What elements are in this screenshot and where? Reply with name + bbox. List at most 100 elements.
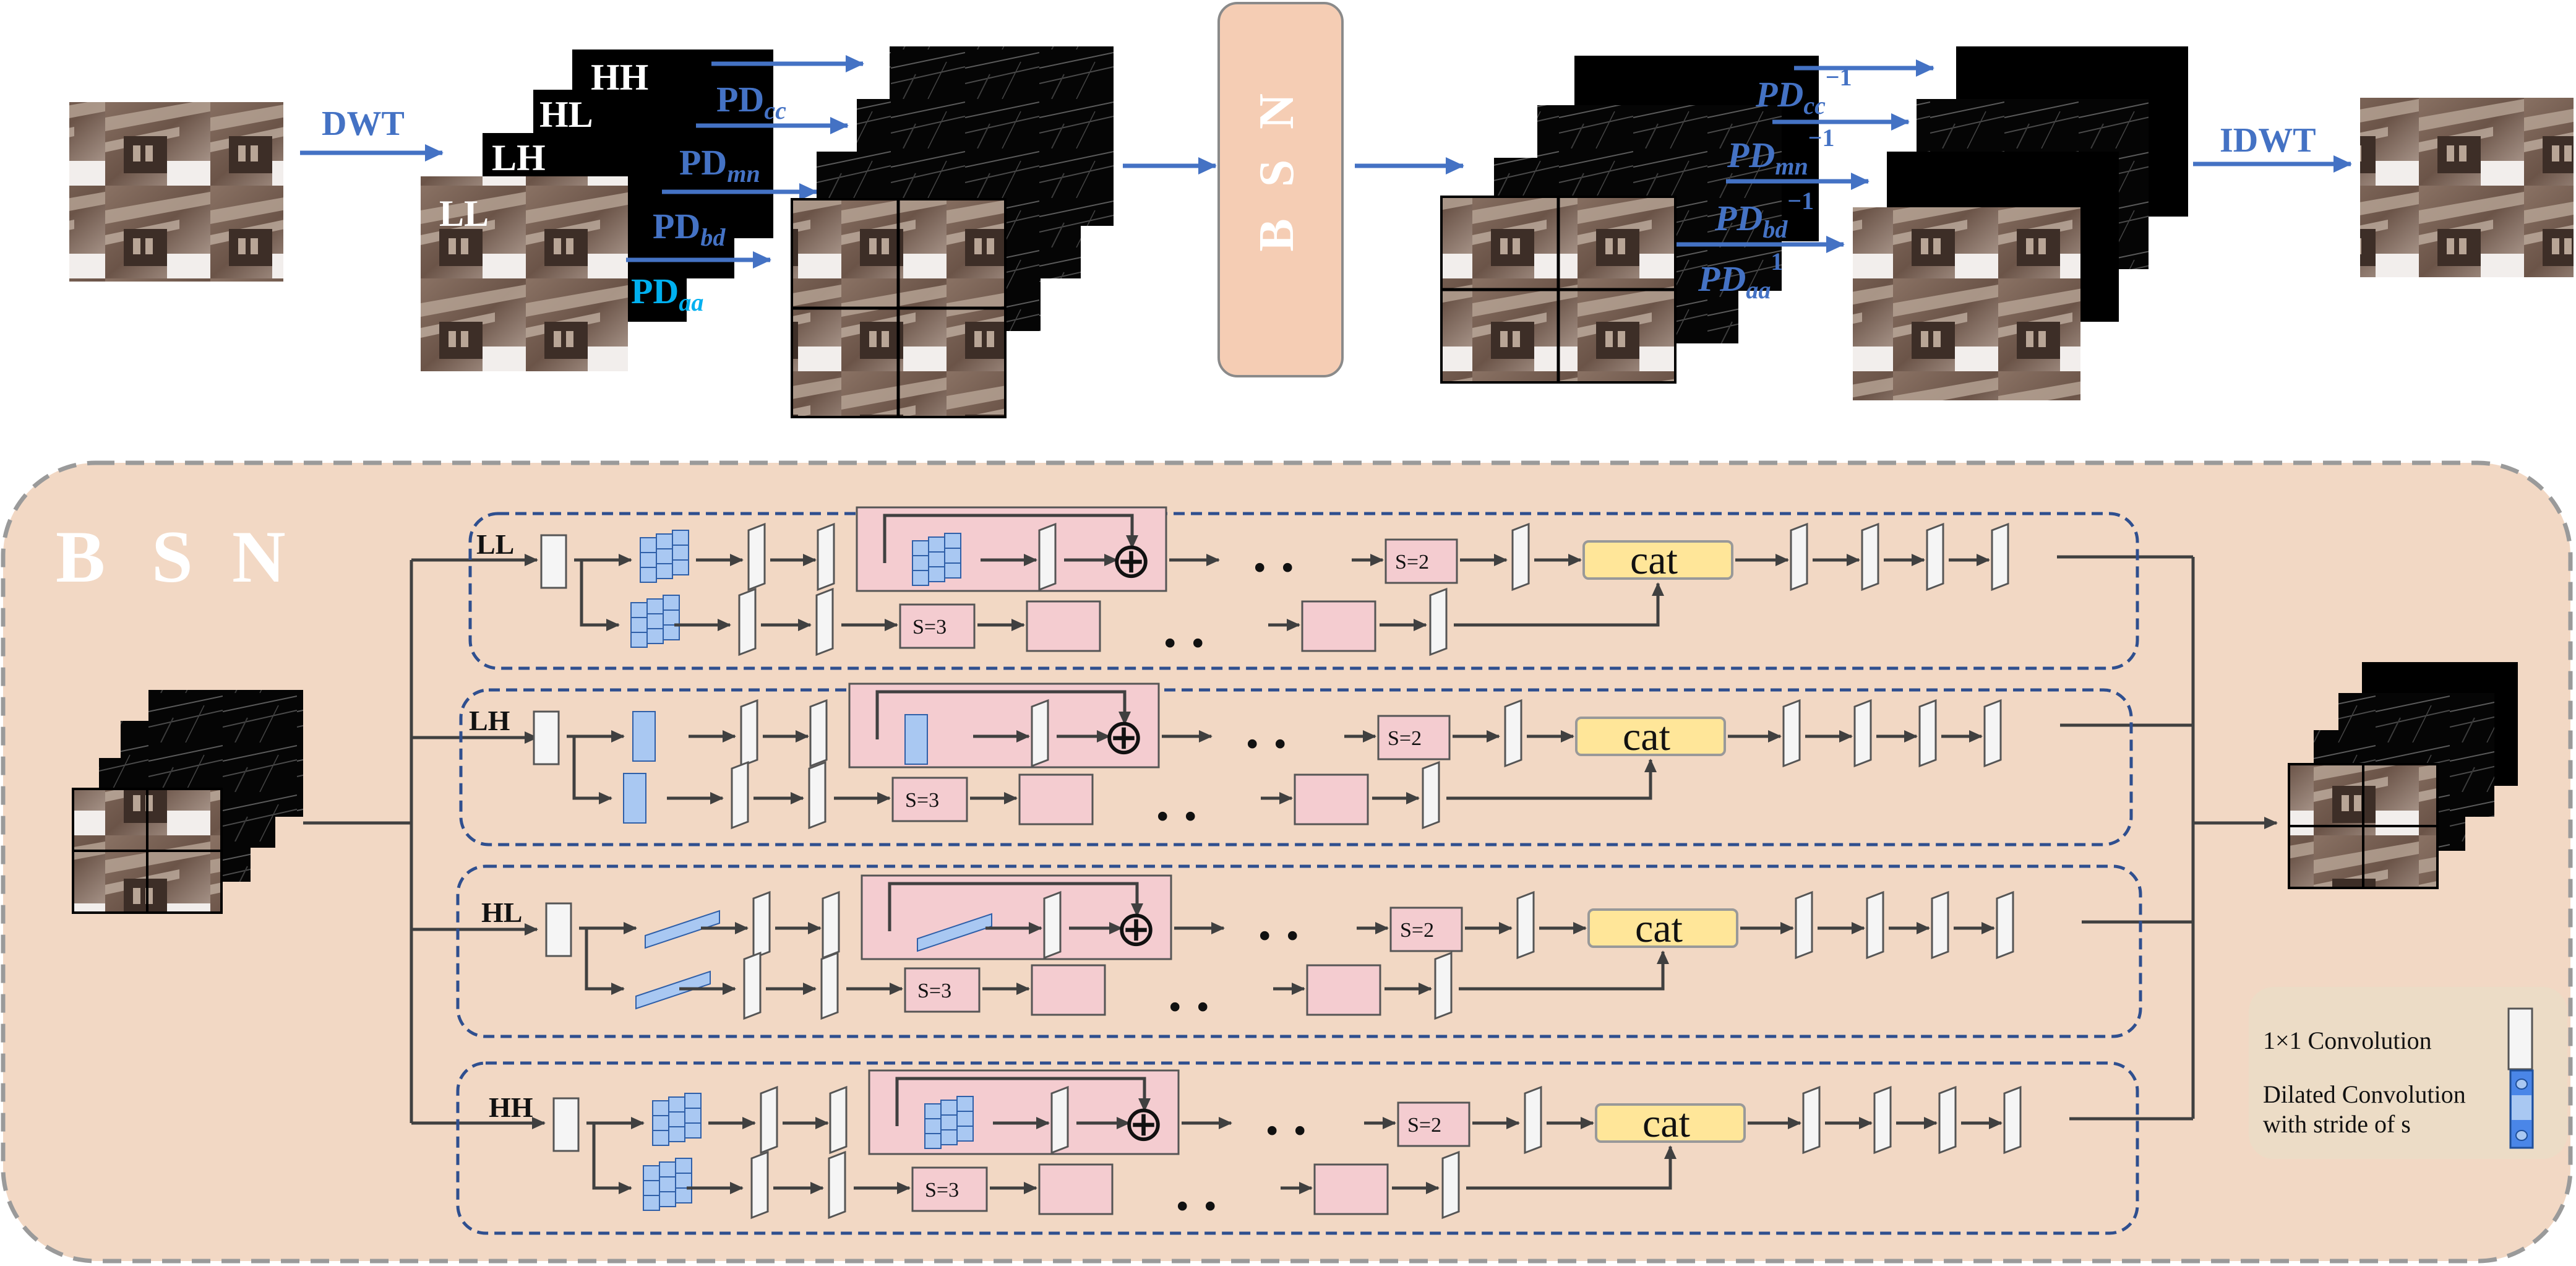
bsn-letter-b: B (1250, 218, 1304, 251)
kernel-cell (640, 537, 657, 553)
kernel-cell (668, 1096, 685, 1113)
conv1x1-block (828, 1150, 846, 1220)
downsampled-ll-grid (791, 198, 1007, 418)
kernel-cell (623, 773, 646, 824)
conv1x1-block (740, 699, 758, 768)
output-image (2360, 98, 2574, 277)
ellipsis-bottom: . . (1163, 598, 1205, 659)
conv1x1-block (1422, 760, 1440, 830)
kernel-cell (652, 1100, 669, 1116)
residual-block (868, 1069, 1180, 1155)
s3-block (891, 777, 968, 822)
kernel-cell (940, 1114, 958, 1130)
concat-label: cat (1635, 906, 1683, 951)
bsn-block: B S N (1217, 2, 1344, 377)
kernel-cell (643, 1180, 660, 1196)
split-connector (567, 734, 612, 804)
concat-label: cat (1642, 1101, 1690, 1146)
input-image (69, 102, 283, 282)
pink-block (1294, 773, 1369, 825)
s2-label: S=2 (1400, 919, 1434, 942)
conv1x1-block (1782, 699, 1801, 768)
dilated-kernel-icon (924, 1096, 974, 1149)
kernel-cell (684, 1093, 702, 1109)
s3-label: S=3 (912, 616, 947, 639)
conv1x1-block (1524, 1085, 1542, 1155)
residual-block (848, 683, 1160, 769)
conv1x1-block (829, 1085, 848, 1155)
s2-label: S=2 (1407, 1114, 1441, 1137)
pink-block (1018, 773, 1094, 825)
kernel-cell (663, 595, 680, 611)
legend: 1×1 Convolution Dilated Convolution with… (2249, 987, 2567, 1159)
legend-conv1x1-label: 1×1 Convolution (2263, 1027, 2432, 1054)
dilated-kernel-icon (904, 714, 928, 765)
kernel-cell (675, 1173, 692, 1189)
conv1x1-block (808, 760, 826, 830)
legend-dilated-label-1: Dilated Convolution (2263, 1080, 2466, 1108)
pd-aa-label: PDaa (631, 271, 703, 316)
kernel-cell (928, 566, 945, 582)
branch-label: HH (489, 1092, 533, 1123)
conv1x1-block (1434, 951, 1453, 1020)
residual-block (861, 874, 1172, 960)
dilated-kernel-icon (912, 533, 961, 586)
pink-block (1306, 964, 1381, 1016)
add-icon: ⊕ (1110, 534, 1152, 588)
pd-cc-label: PDcc (716, 79, 786, 124)
pdinv-mn-label: PDmn−1 (1727, 124, 1834, 180)
pdinv-cc-label: PDcc−1 (1755, 63, 1852, 119)
branch-frame (456, 864, 2142, 1038)
conv1x1-block (1996, 890, 2014, 960)
conv1x1-block (822, 890, 840, 960)
conv1x1-block (752, 890, 771, 960)
panel-title-s: S (152, 515, 193, 598)
bsn-output-ll-grid (1440, 196, 1677, 384)
kernel-cell (643, 1165, 660, 1181)
kernel-cell (659, 1191, 676, 1207)
kernel-cell (924, 1103, 942, 1119)
s2-block (1397, 1101, 1470, 1147)
conv1x1-block (743, 951, 762, 1020)
dwt-label: DWT (322, 105, 405, 143)
entry-conv-block (540, 534, 567, 589)
kernel-cell (912, 555, 929, 571)
output-merger (2057, 555, 2278, 1121)
kernel-cell (912, 540, 929, 556)
ellipsis-bottom: . . (1156, 771, 1198, 832)
skip-to-concat (1466, 1145, 1677, 1190)
kernel-cell (659, 1176, 676, 1192)
kernel-cell (659, 1161, 676, 1178)
panel-input-stack (72, 690, 303, 914)
branch-frame (459, 688, 2133, 846)
conv1x1-block (1931, 890, 1949, 960)
pink-block (1301, 600, 1376, 652)
s2-block (1385, 538, 1458, 584)
ellipsis-bottom: . . (1168, 962, 1210, 1023)
concat-block (1575, 717, 1726, 756)
concat-label: cat (1630, 538, 1678, 583)
ellipsis-bottom: . . (1175, 1161, 1217, 1222)
kernel-cell (663, 609, 680, 626)
conv1x1-block (1853, 699, 1872, 768)
kernel-cell (672, 530, 689, 546)
add-icon: ⊕ (1103, 710, 1144, 765)
dilated-kernel-icon (623, 773, 646, 824)
branch-frame (456, 1061, 2139, 1235)
conv1x1-block (1926, 522, 1944, 592)
conv1x1-block (1795, 890, 1813, 960)
kernel-cell (684, 1122, 702, 1139)
branch-label: HL (481, 897, 522, 928)
kernel-cell (640, 552, 657, 568)
skip-connection (875, 690, 1131, 739)
kernel-cell (928, 536, 945, 553)
panel-output-stack (2288, 662, 2518, 889)
kernel-cell (675, 1187, 692, 1204)
kernel-cell (924, 1118, 942, 1134)
input-splitter (303, 554, 546, 1129)
kernel-cell (632, 711, 656, 762)
pd-bd-label: PDbd (653, 206, 726, 251)
bsn-panel: B S N (1, 460, 2573, 1264)
